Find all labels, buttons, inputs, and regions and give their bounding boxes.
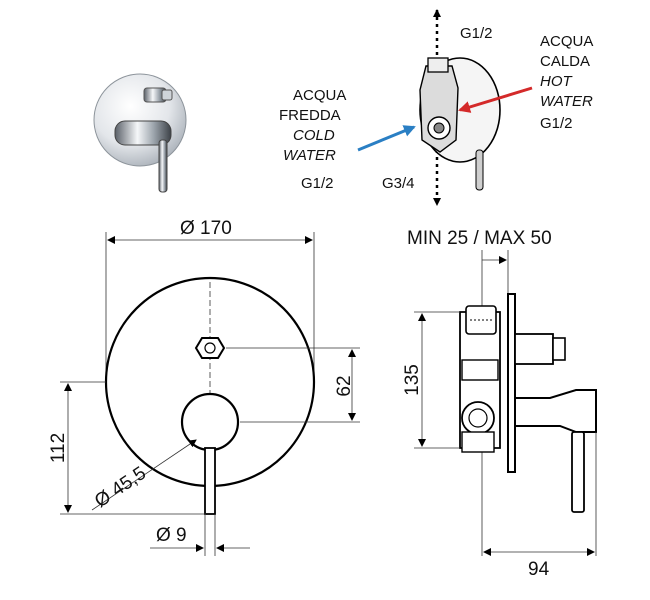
handle-diameter-label: Ø 45,5: [91, 463, 150, 512]
cold-label-it-2: FREDDA: [279, 107, 341, 124]
hot-arrow: [458, 86, 533, 113]
knob-cap: [161, 89, 173, 101]
handle-diameter-leader: [91, 439, 197, 511]
product-photo: [93, 73, 187, 193]
cold-arrow: [357, 125, 416, 152]
valve-port-inner: [433, 122, 445, 134]
hot-label-en-1: HOT: [540, 73, 574, 90]
hot-label-it-2: CALDA: [540, 53, 590, 70]
projection-label: 94: [528, 559, 550, 580]
side-lever: [571, 431, 585, 513]
body-height-label: 135: [402, 364, 423, 396]
side-handle: [514, 389, 597, 433]
side-wall-plate: [507, 293, 516, 473]
top-connection-label: G1/2: [460, 25, 493, 42]
side-view: MIN 25 / MAX 50 135 94: [402, 228, 597, 580]
top-port: [427, 57, 449, 73]
lever-diameter-label: Ø 9: [156, 525, 187, 546]
cover-plate: [93, 73, 187, 167]
lever-rod-schematic: [475, 149, 484, 191]
connection-schematic: G1/2 ACQUA CALDA HOT WATER G1/2 ACQUA FR…: [279, 9, 593, 206]
total-offset-label: 112: [48, 433, 69, 463]
front-handle: [180, 392, 240, 452]
front-view: Ø 170 62 112 Ø 45,5 Ø 9: [48, 218, 360, 556]
hot-label-it-1: ACQUA: [540, 33, 593, 50]
cold-label-en-1: COLD: [293, 127, 335, 144]
knob-offset-label: 62: [334, 375, 355, 396]
depth-range-label: MIN 25 / MAX 50: [407, 228, 552, 249]
hot-connection-label: G1/2: [540, 115, 573, 132]
cold-label-it-1: ACQUA: [293, 87, 346, 104]
handle-body: [114, 120, 172, 146]
bottom-connection-label: G3/4: [382, 175, 415, 192]
hot-label-en-2: WATER: [540, 93, 593, 110]
front-lever: [204, 447, 216, 515]
cold-label-en-2: WATER: [283, 147, 336, 164]
lever-rod: [158, 139, 168, 193]
side-diverter-knob: [514, 333, 554, 365]
plate-diameter-label: Ø 170: [180, 218, 232, 239]
front-diverter-knob: [194, 337, 226, 359]
cold-connection-label: G1/2: [301, 175, 334, 192]
side-inlet: [461, 401, 495, 435]
